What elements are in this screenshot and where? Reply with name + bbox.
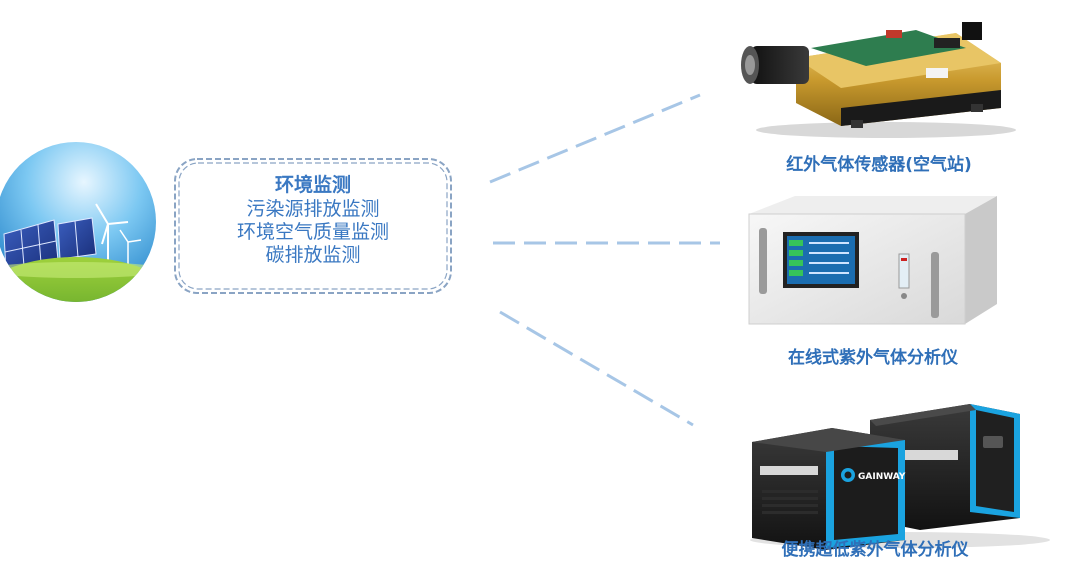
connector-line-bottom — [499, 310, 694, 427]
callout-title: 环境监测 — [274, 174, 351, 196]
caption-portable-ultralow-uv-gas-analyzer: 便携超低紫外气体分析仪 — [781, 540, 969, 560]
portable-analyzer-front-unit-icon: GAINWAY — [752, 428, 906, 550]
gainway-logo-text: GAINWAY — [858, 472, 906, 482]
connector-line-top — [489, 93, 701, 184]
callout-box — [174, 158, 452, 294]
caption-online-uv-gas-analyzer: 在线式紫外气体分析仪 — [788, 348, 958, 368]
infrared-gas-sensor-image — [726, 8, 1026, 143]
solar-panel-icon — [3, 217, 97, 271]
caption-infrared-gas-sensor: 红外气体传感器(空气站) — [786, 155, 972, 175]
callout-line-carbon: 碳排放监测 — [265, 244, 361, 266]
environment-solar-globe-image — [0, 142, 156, 302]
portable-analyzer-back-unit-icon — [870, 404, 1020, 530]
callout-text: 环境监测 污染源排放监测 环境空气质量监测 碳排放监测 — [171, 172, 455, 267]
online-uv-gas-analyzer-image — [735, 192, 1003, 332]
portable-ultralow-uv-gas-analyzer-image: GAINWAY — [740, 400, 1052, 550]
callout-line-pollution: 污染源排放监测 — [246, 198, 380, 220]
callout-line-air-quality: 环境空气质量监测 — [236, 221, 389, 243]
